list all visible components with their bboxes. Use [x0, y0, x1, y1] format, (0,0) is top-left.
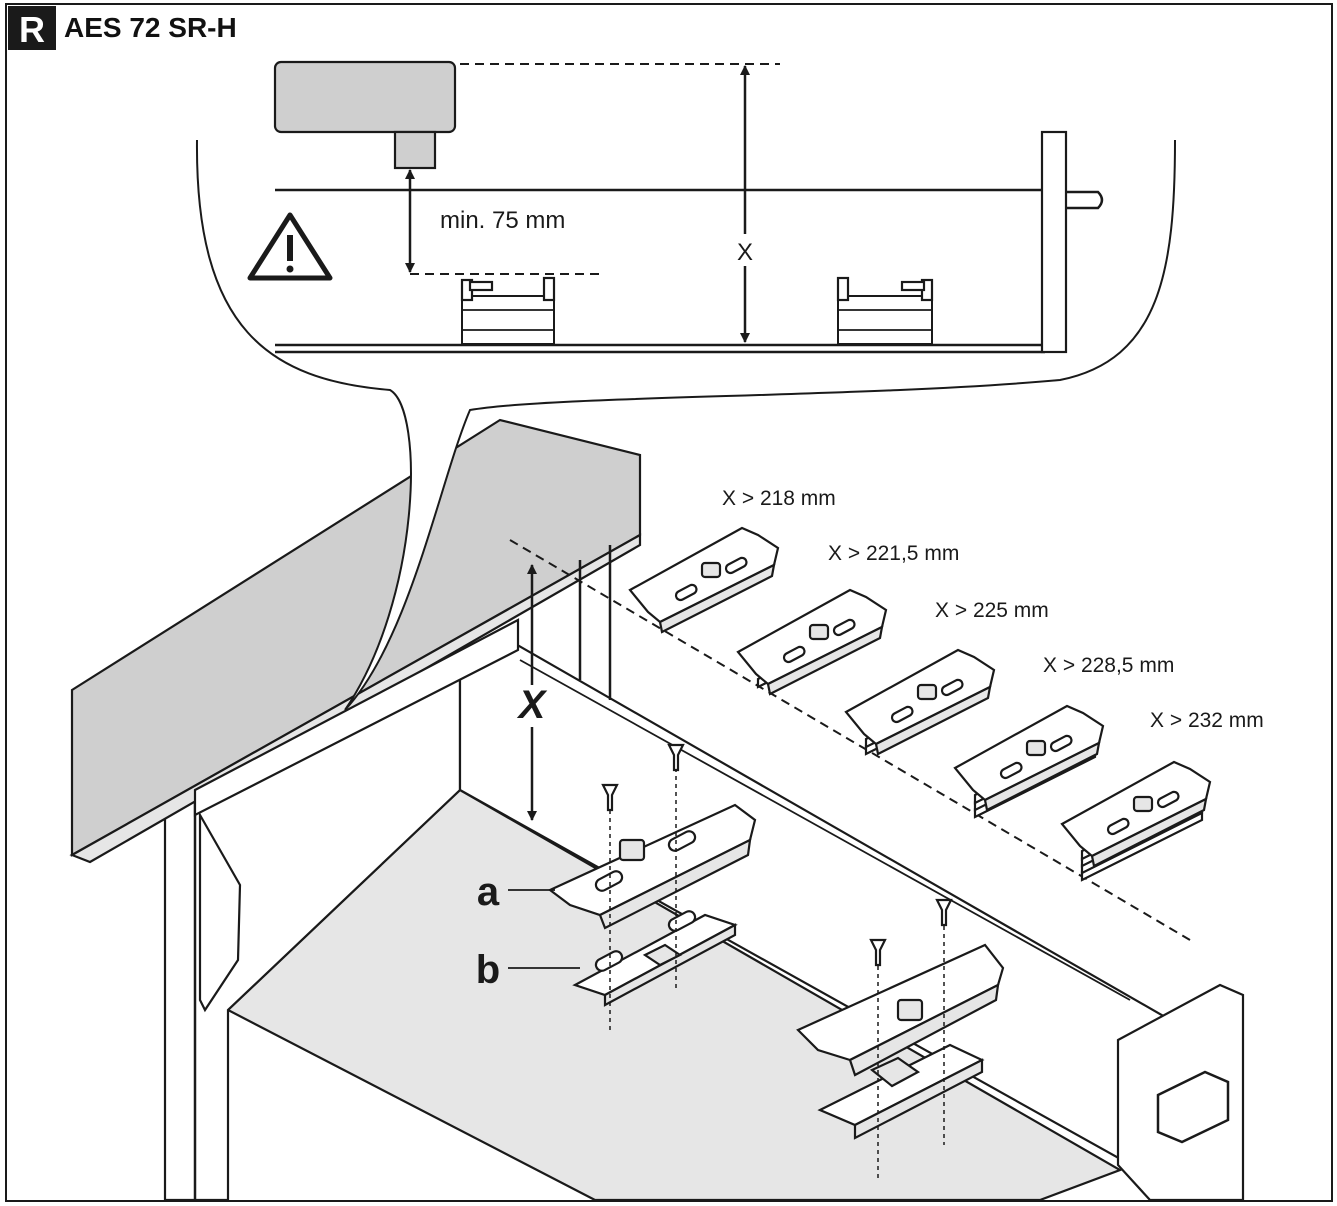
- bracket-a-slot-1: [594, 870, 624, 892]
- header-title: AES 72 SR-H: [64, 12, 237, 43]
- bracket-a-slot-2: [667, 830, 697, 852]
- spacer-label: X > 221,5 mm: [828, 542, 959, 565]
- spacer-bracket-side: [874, 685, 992, 756]
- plate-b-boss: [642, 943, 683, 967]
- spacer-5: X > 232 mm: [1060, 709, 1264, 882]
- spacer-variants: X > 218 mm X > 221,5 mm X > 225 mm X > 228,…: [628, 487, 1264, 882]
- spacer-clip: [916, 683, 938, 701]
- plate-b-slot-1: [594, 950, 624, 972]
- detail-bracket-left: [460, 276, 556, 345]
- cabinet-rail: [193, 618, 520, 817]
- detail-side-panel: [1040, 130, 1068, 354]
- main-x-label: X: [517, 683, 548, 727]
- detail-bracket-right: [836, 276, 934, 345]
- projection-line: [509, 539, 1191, 941]
- spacer-bracket-side: [1090, 797, 1208, 868]
- spacer-slot: [890, 705, 914, 724]
- plate-b-edge: [603, 923, 737, 1007]
- header: R AES 72 SR-H: [8, 6, 237, 50]
- spacer-label: X > 225 mm: [935, 599, 1049, 622]
- assembly-right: [796, 898, 1005, 1180]
- spacer-slot: [1049, 734, 1073, 753]
- plate-b-right-edge: [853, 1058, 984, 1140]
- bracket-a-right-clip: [896, 998, 924, 1022]
- part-b-label: b: [476, 948, 500, 992]
- assembly-left: a b: [476, 743, 757, 1030]
- bracket-a-right-side: [848, 983, 1000, 1077]
- detail-x-bg: [732, 234, 758, 266]
- spacer-slot: [832, 618, 856, 637]
- spacer-slot: [724, 556, 748, 575]
- main-scene: X a b: [69, 418, 1264, 1202]
- spacer-label: X > 218 mm: [722, 487, 836, 510]
- plate-b-right-boss: [869, 1056, 921, 1088]
- part-a-label: a: [477, 870, 500, 914]
- screw-icon: [869, 938, 887, 967]
- spacer-bracket-side: [658, 563, 776, 634]
- spacer-bracket-side: [983, 741, 1101, 812]
- main-x-bg: [514, 685, 550, 727]
- header-badge: R: [19, 9, 45, 50]
- badge-box: [8, 6, 56, 50]
- spacer-slot: [782, 645, 806, 664]
- back-right-block: [1116, 983, 1245, 1202]
- screw-icon: [935, 898, 953, 927]
- spacer-clip: [1132, 795, 1154, 813]
- detail-stop: [393, 130, 437, 170]
- detail-countertop: [273, 60, 457, 134]
- spacer-4: X > 228,5 mm: [953, 654, 1174, 819]
- spacer-clip: [700, 561, 722, 579]
- detail-callout: min. 75 mm X: [195, 60, 1176, 711]
- warning-triangle-icon: [247, 212, 333, 281]
- front-left-handle: [198, 810, 242, 1013]
- spacer-slot: [999, 761, 1023, 780]
- spacer-label: X > 228,5 mm: [1043, 654, 1174, 677]
- spacer-clip: [808, 623, 830, 641]
- spacer-bracket-side: [766, 625, 884, 696]
- detail-pin: [1066, 190, 1104, 210]
- spacer-slot: [1156, 790, 1180, 809]
- screw-icon: [601, 783, 619, 812]
- screw-icon: [667, 743, 685, 772]
- back-right-handle-icon: [1156, 1070, 1230, 1144]
- spacer-label: X > 232 mm: [1150, 709, 1264, 732]
- drawer-panel-line: [519, 659, 1131, 1001]
- spacer-2: X > 221,5 mm: [736, 542, 959, 696]
- spacer-1: X > 218 mm: [628, 487, 836, 634]
- detail-x-label: X: [737, 239, 753, 266]
- plate-b-slot-2: [667, 910, 697, 932]
- spacer-slot: [1106, 817, 1130, 836]
- bracket-a-clip: [618, 838, 646, 862]
- detail-min-label: min. 75 mm: [440, 207, 565, 234]
- bracket-a-side: [598, 838, 752, 930]
- spacer-slot: [940, 678, 964, 697]
- spacer-slot: [674, 583, 698, 602]
- spacer-clip: [1025, 739, 1047, 757]
- spacer-3: X > 225 mm: [844, 599, 1049, 756]
